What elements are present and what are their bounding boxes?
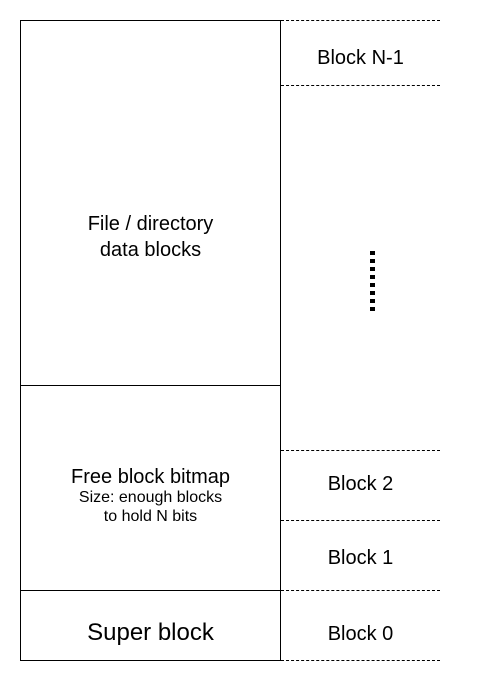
ellipsis-dot bbox=[370, 259, 375, 263]
free-bitmap-size-note: Size: enough blocks to hold N bits bbox=[20, 488, 281, 526]
free-bitmap-title: Free block bitmap bbox=[71, 466, 230, 488]
ellipsis-dot bbox=[370, 267, 375, 271]
block-boundary-below-n1 bbox=[281, 85, 440, 86]
block-boundary-top bbox=[281, 20, 440, 21]
free-bitmap-size-line1: Size: enough blocks bbox=[78, 489, 223, 506]
block-boundary-above-2 bbox=[281, 450, 440, 451]
block-n-minus-1-label: Block N-1 bbox=[317, 47, 404, 69]
data-blocks-region bbox=[20, 20, 281, 386]
data-blocks-label: File / directory data blocks bbox=[20, 211, 281, 263]
ellipsis-dot bbox=[370, 283, 375, 287]
super-block-region bbox=[20, 590, 281, 661]
free-block-bitmap-region bbox=[20, 385, 281, 591]
block-boundary-above-0 bbox=[281, 590, 440, 591]
block-boundary-bottom bbox=[281, 660, 440, 661]
ellipsis-dot bbox=[370, 307, 375, 311]
block-0-label: Block 0 bbox=[327, 623, 394, 645]
ellipsis-dot bbox=[370, 275, 375, 279]
super-block-label: Super block bbox=[87, 619, 214, 646]
data-blocks-label-line2: data blocks bbox=[99, 239, 202, 261]
vertical-ellipsis-icon bbox=[370, 251, 375, 311]
block-2-label: Block 2 bbox=[327, 473, 394, 495]
data-blocks-label-line1: File / directory bbox=[87, 213, 214, 235]
block-boundary-above-1 bbox=[281, 520, 440, 521]
ellipsis-dot bbox=[370, 251, 375, 255]
ellipsis-dot bbox=[370, 299, 375, 303]
block-1-label: Block 1 bbox=[327, 547, 394, 569]
free-bitmap-size-line2: to hold N bits bbox=[103, 508, 198, 526]
ellipsis-dot bbox=[370, 291, 375, 295]
